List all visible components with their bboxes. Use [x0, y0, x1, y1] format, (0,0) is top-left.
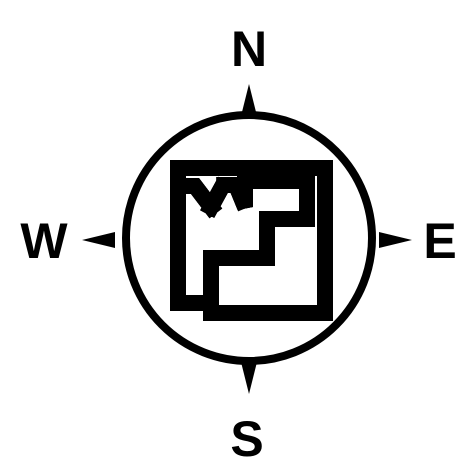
east-label: E: [423, 213, 456, 269]
south-label: S: [230, 411, 263, 465]
south-pointer: [241, 362, 257, 394]
compass-ring: [126, 115, 372, 361]
west-label: W: [20, 213, 68, 269]
north-label: N: [231, 21, 267, 77]
east-pointer: [379, 232, 412, 248]
west-pointer: [82, 232, 115, 248]
